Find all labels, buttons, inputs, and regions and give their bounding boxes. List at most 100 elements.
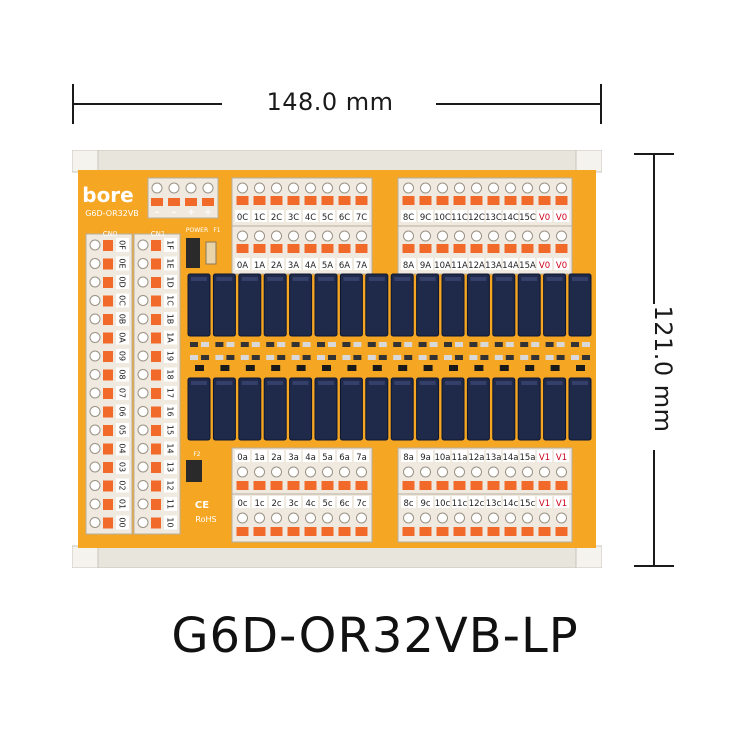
bottom-com-right-block-label: 8c <box>403 499 413 509</box>
left-inner-block-label: 14 <box>166 443 175 453</box>
left-inner-block-label: 11 <box>166 499 175 509</box>
relay-upper-top-edge <box>368 277 385 281</box>
bottom-no-left-block-label-box <box>303 450 318 462</box>
rail-clip-top-right <box>575 150 602 173</box>
top-com-left-block-label-box <box>252 210 267 222</box>
smd-component <box>571 355 579 360</box>
bottom-com-right-block-label: 9c <box>420 499 430 509</box>
top-no-left-block-hole <box>237 230 248 242</box>
bottom-no-left-block-label-box <box>337 450 352 462</box>
top-no-right-block-lever <box>453 244 466 253</box>
ce-mark: CE <box>195 500 209 511</box>
top-no-right-block-label: 10A <box>434 261 451 271</box>
smd-component <box>444 342 452 347</box>
smd-component <box>251 355 260 360</box>
relay-upper-top-edge <box>216 277 233 281</box>
bottom-no-right-block-hole <box>556 466 567 478</box>
bottom-no-left-block-lever <box>253 481 266 490</box>
smd-component <box>418 342 427 347</box>
top-no-right-block-label-box <box>520 258 535 270</box>
left-outer-block-label: 0F <box>118 240 127 250</box>
top-no-left-block-hole <box>271 230 282 242</box>
relay-upper <box>263 273 287 337</box>
top-com-right-block-hole <box>556 182 567 194</box>
smd-component <box>378 342 387 347</box>
bottom-com-right-block-lever <box>504 527 517 536</box>
relay-upper <box>416 273 440 337</box>
smd-component <box>505 342 514 347</box>
bottom-com-right-block-hole <box>471 512 482 524</box>
top-com-left-block-label-box <box>286 210 301 222</box>
relay-upper-top-edge <box>521 277 538 281</box>
relay-upper-top-edge <box>394 277 411 281</box>
top-com-right-block-label: V0 <box>539 213 550 223</box>
left-outer-block-lever <box>103 314 113 325</box>
bottom-no-right-block-label-box <box>537 450 552 462</box>
power-terminal-label: - <box>172 208 176 218</box>
bottom-no-left-block-hole <box>271 466 282 478</box>
left-outer-block-label: 01 <box>118 499 127 509</box>
width-dimension-tick-right <box>600 84 602 124</box>
power-terminal-hole <box>168 182 180 194</box>
left-inner-block-lever <box>151 388 161 399</box>
top-com-right-block-label: 12C <box>468 213 485 223</box>
bottom-com-right-block-hole <box>539 512 550 524</box>
height-dimension-tick-bottom <box>634 565 674 567</box>
relay-upper <box>212 273 236 337</box>
relay-lower <box>289 377 313 441</box>
bottom-com-right-block-lever <box>453 527 466 536</box>
left-inner-block-label-box <box>164 256 177 271</box>
top-no-left-block-label-box <box>354 258 369 270</box>
bottom-com-left-block-lever <box>338 527 351 536</box>
bottom-no-right-block-lever <box>419 481 432 490</box>
smd-component <box>520 355 529 360</box>
bottom-no-right-block-hole <box>505 466 516 478</box>
bottom-no-right-block-label: 9a <box>420 453 431 463</box>
left-outer-block-label: 0E <box>118 258 127 268</box>
relay-lower <box>466 377 490 441</box>
left-inner-block-label: 10 <box>166 517 175 527</box>
driver-chip <box>372 365 382 371</box>
bottom-no-right-block-label: 13a <box>485 453 501 463</box>
left-inner-block-label: 18 <box>166 369 175 379</box>
bottom-no-right-block-label-box <box>435 450 450 462</box>
bottom-no-left-block-lever <box>338 481 351 490</box>
top-no-left-block-label-box <box>269 258 284 270</box>
top-no-left-block-lever <box>355 244 368 253</box>
bottom-com-right-block-lever <box>436 527 449 536</box>
driver-chip <box>271 365 281 371</box>
driver-chip <box>296 365 306 371</box>
bottom-com-right-block-hole <box>437 512 448 524</box>
bottom-com-left-block-label: 4c <box>305 499 315 509</box>
bottom-com-right-block-hole <box>488 512 499 524</box>
smd-component <box>505 355 514 360</box>
left-inner-block-hole <box>137 443 149 454</box>
top-no-left-block-label: 5A <box>322 261 333 271</box>
top-com-left-block-label: 0C <box>237 213 248 223</box>
left-inner-block-label-box <box>164 404 177 419</box>
top-com-right-block-lever <box>436 196 449 205</box>
regulator-chip <box>186 238 200 268</box>
relay-lower <box>517 377 541 441</box>
bottom-com-left-block-label-box <box>320 496 335 508</box>
fuse2-label: F2 <box>193 451 200 458</box>
top-com-right-block-lever <box>470 196 483 205</box>
left-outer-block-label-box <box>116 238 129 252</box>
bottom-no-left-block-label-box <box>354 450 369 462</box>
left-outer-block-label: 00 <box>118 517 127 527</box>
top-no-right-block-hole <box>420 230 431 242</box>
left-outer-block-lever <box>103 517 113 529</box>
bottom-no-right-block-lever <box>538 481 551 490</box>
top-no-left-block-label: 3A <box>288 261 299 271</box>
top-no-left-block-label: 4A <box>305 261 316 271</box>
driver-chip <box>576 365 585 371</box>
bottom-no-left-block-label: 3a <box>288 453 299 463</box>
smd-component <box>469 342 478 347</box>
bottom-no-right-block-hole <box>437 466 448 478</box>
left-outer-block-label-box <box>116 312 129 326</box>
bottom-com-right-block-lever <box>419 527 432 536</box>
driver-chip <box>220 365 230 371</box>
left-outer-block-hole <box>89 424 101 436</box>
bottom-com-left-block-label: 5c <box>322 499 332 509</box>
top-no-left-block-label-box <box>337 258 352 270</box>
